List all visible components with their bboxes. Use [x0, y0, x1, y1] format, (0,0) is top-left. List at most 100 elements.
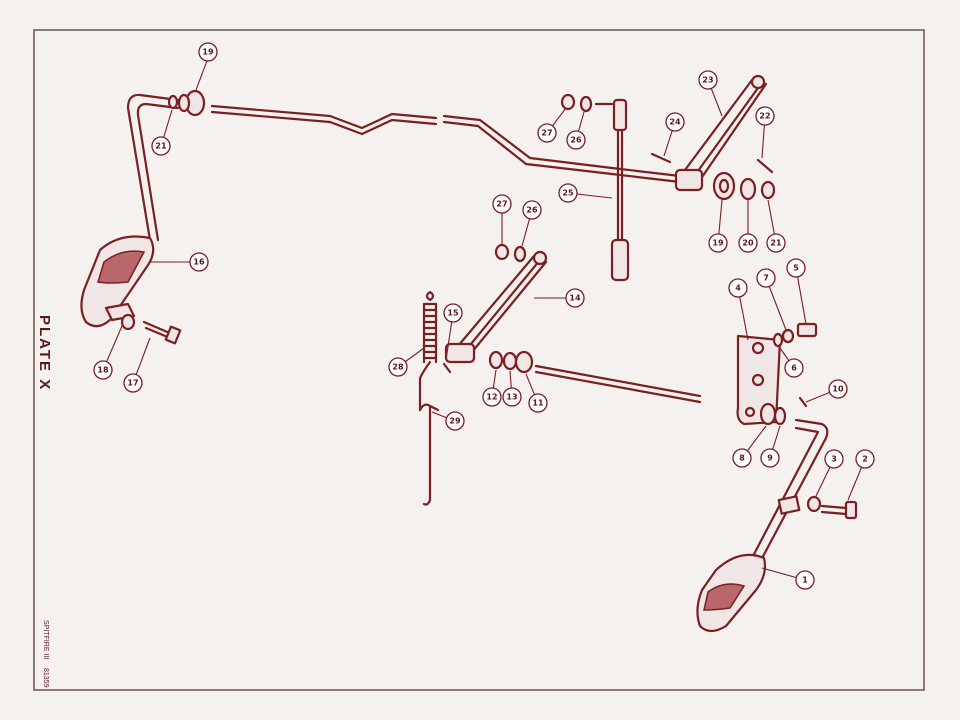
svg-text:3: 3 — [831, 455, 837, 464]
washer-12 — [488, 350, 504, 370]
clip-20 — [739, 177, 757, 201]
washer-26-lower — [513, 245, 527, 263]
callout-26-upper: 26 — [566, 130, 586, 150]
callout-8: 8 — [732, 448, 752, 468]
bolt-2 — [820, 500, 858, 520]
pin-15 — [442, 362, 452, 374]
svg-text:4: 4 — [735, 284, 741, 293]
callout-3: 3 — [824, 449, 844, 469]
svg-text:1: 1 — [802, 576, 808, 585]
callout-27-upper: 27 — [537, 123, 557, 143]
callout-1: 1 — [795, 570, 815, 590]
callout-4: 4 — [728, 278, 748, 298]
washer-9 — [773, 406, 787, 426]
callout-21-right: 21 — [766, 233, 786, 253]
svg-text:25: 25 — [562, 189, 574, 198]
callout-17: 17 — [123, 373, 143, 393]
washer-13 — [502, 351, 518, 371]
bolt-5 — [796, 322, 818, 338]
callout-23: 23 — [698, 70, 718, 90]
svg-text:18: 18 — [97, 366, 109, 375]
bracket-4 — [736, 334, 782, 426]
callout-5: 5 — [786, 258, 806, 278]
callout-13: 13 — [502, 387, 522, 407]
svg-text:10: 10 — [832, 385, 844, 394]
svg-text:19: 19 — [202, 48, 214, 57]
svg-text:27: 27 — [496, 200, 507, 209]
svg-text:7: 7 — [763, 274, 769, 283]
nut-27-lower — [494, 243, 510, 261]
lever-14 — [444, 250, 548, 364]
cross-shaft — [210, 104, 682, 184]
callout-28: 28 — [388, 357, 408, 377]
svg-text:23: 23 — [702, 76, 713, 85]
svg-text:11: 11 — [532, 399, 544, 408]
svg-text:6: 6 — [791, 364, 797, 373]
pedal-1 — [696, 418, 829, 633]
washer-6 — [772, 332, 784, 348]
svg-text:5: 5 — [793, 264, 799, 273]
pin-24 — [650, 152, 672, 164]
callout-27-lower: 27 — [492, 194, 512, 214]
washer-21-right — [760, 180, 776, 200]
svg-text:28: 28 — [392, 363, 404, 372]
callout-7: 7 — [756, 268, 776, 288]
callout-12: 12 — [482, 387, 502, 407]
nut-18 — [120, 313, 136, 331]
svg-text:8: 8 — [739, 454, 745, 463]
callout-19-right: 19 — [708, 233, 728, 253]
nut-27-upper — [560, 93, 576, 111]
washer-21-left — [167, 94, 179, 110]
svg-text:9: 9 — [767, 454, 773, 463]
callout-21-left: 21 — [151, 136, 171, 156]
bolt-17 — [142, 320, 182, 345]
callout-2: 2 — [855, 449, 875, 469]
rod-25 — [610, 98, 630, 282]
svg-text:19: 19 — [712, 239, 724, 248]
svg-text:27: 27 — [541, 129, 552, 138]
bush-11 — [514, 350, 534, 374]
callout-24: 24 — [665, 112, 685, 132]
svg-text:26: 26 — [526, 206, 538, 215]
svg-text:2: 2 — [862, 455, 868, 464]
svg-text:29: 29 — [449, 417, 461, 426]
svg-text:21: 21 — [770, 239, 782, 248]
callout-15: 15 — [443, 303, 463, 323]
footer-code: 81359 — [42, 668, 49, 688]
washer-26-upper — [579, 95, 614, 113]
plate-border — [33, 29, 925, 691]
svg-text:12: 12 — [486, 393, 497, 402]
callout-19-left: 19 — [198, 42, 218, 62]
callout-29: 29 — [445, 411, 465, 431]
callout-20: 20 — [738, 233, 758, 253]
svg-text:15: 15 — [447, 309, 459, 318]
pin-22 — [756, 158, 774, 174]
rod-29 — [418, 403, 440, 506]
svg-text:20: 20 — [742, 239, 754, 248]
svg-text:16: 16 — [193, 258, 205, 267]
shaft-lower — [534, 364, 702, 404]
lever-23 — [674, 74, 768, 192]
svg-text:22: 22 — [759, 112, 770, 121]
bush-19-right — [712, 171, 736, 201]
footer-model: SPITFIRE III — [42, 620, 49, 659]
washer-7 — [781, 328, 795, 344]
pedal-lever-16 — [80, 93, 180, 328]
callout-9: 9 — [760, 448, 780, 468]
plate-title: PLATE X — [36, 315, 53, 391]
bush-19-left — [177, 89, 206, 117]
nut-3 — [806, 495, 822, 513]
bush-8 — [759, 402, 777, 426]
svg-text:21: 21 — [155, 142, 167, 151]
spring-28 — [418, 290, 438, 412]
svg-text:17: 17 — [127, 379, 138, 388]
callout-11: 11 — [528, 393, 548, 413]
callout-14: 14 — [565, 288, 585, 308]
callout-10: 10 — [828, 379, 848, 399]
callout-18: 18 — [93, 360, 113, 380]
svg-text:24: 24 — [669, 118, 681, 127]
callout-6: 6 — [784, 358, 804, 378]
